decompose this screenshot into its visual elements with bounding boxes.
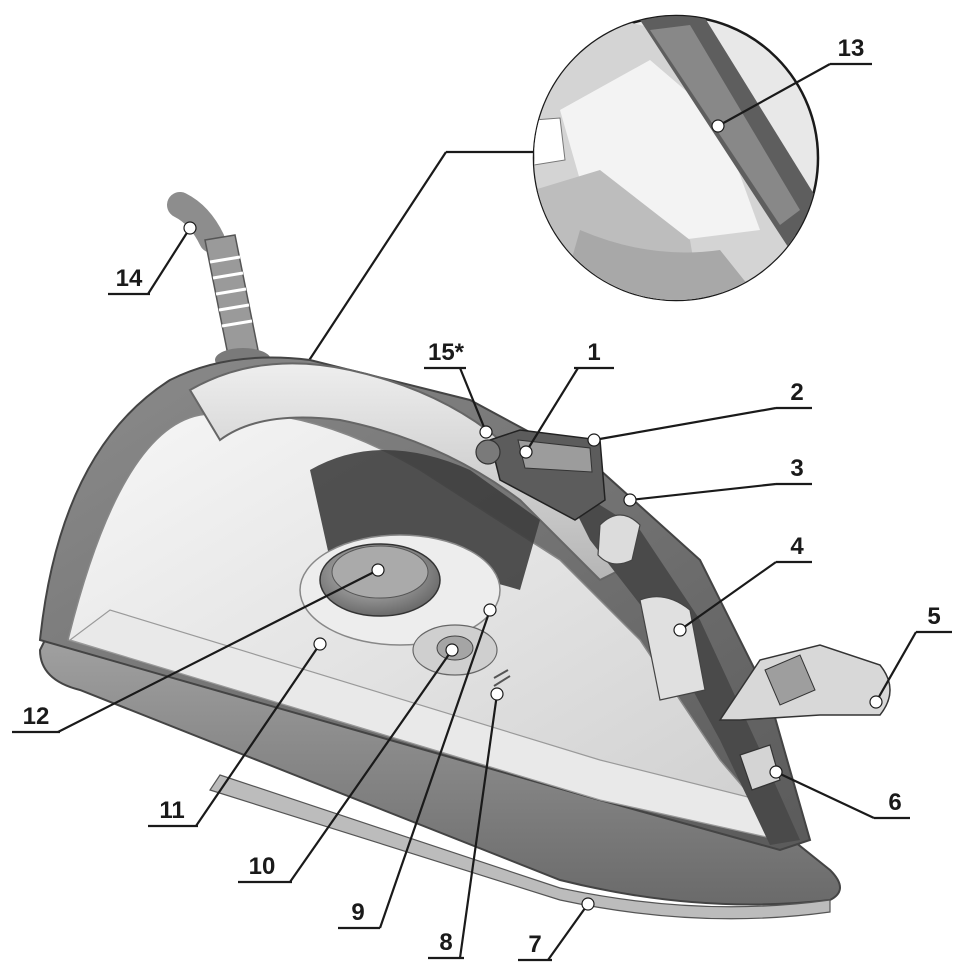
callout-1: 1 xyxy=(519,339,614,459)
callout-2: 2 xyxy=(587,379,812,447)
callout-5: 5 xyxy=(869,603,952,709)
front-button[interactable] xyxy=(739,744,781,791)
callout-7: 7 xyxy=(518,897,595,962)
callout-5-label: 5 xyxy=(927,603,940,630)
callout-14: 14 xyxy=(108,221,197,296)
callout-8-label: 8 xyxy=(439,929,452,956)
callout-11: 11 xyxy=(148,637,327,828)
cord-strain-relief-coils xyxy=(209,255,253,328)
callout-15-label: 15* xyxy=(428,339,465,366)
max-fill-mark xyxy=(493,669,511,687)
spray-button[interactable] xyxy=(517,439,593,473)
callout-12: 12 xyxy=(12,563,385,734)
callout-9: 9 xyxy=(338,603,497,930)
callout-13-label: 13 xyxy=(838,35,865,62)
indicator-light xyxy=(475,439,501,465)
callout-7-label: 7 xyxy=(528,931,541,958)
callout-4: 4 xyxy=(673,533,812,637)
callout-4-label: 4 xyxy=(790,533,804,560)
zoom-inset xyxy=(307,14,820,363)
callout-2-label: 2 xyxy=(790,379,803,406)
callout-10: 10 xyxy=(238,643,459,884)
callout-9-label: 9 xyxy=(351,899,364,926)
callout-12-label: 12 xyxy=(23,703,50,730)
callout-3: 3 xyxy=(623,455,812,507)
callout-10-label: 10 xyxy=(249,853,276,880)
callout-11-label: 11 xyxy=(159,797,184,824)
callout-8: 8 xyxy=(428,687,504,960)
callout-13: 13 xyxy=(711,35,872,133)
self-clean-button[interactable] xyxy=(597,514,641,565)
callout-14-label: 14 xyxy=(116,265,143,292)
callout-3-label: 3 xyxy=(790,455,803,482)
callout-6-label: 6 xyxy=(888,789,901,816)
callouts: 1 2 3 4 5 xyxy=(12,35,952,962)
handle xyxy=(188,362,642,582)
callout-1-label: 1 xyxy=(587,339,600,366)
soleplate xyxy=(38,638,841,906)
callout-6: 6 xyxy=(769,765,910,820)
callout-15: 15* xyxy=(424,339,493,439)
